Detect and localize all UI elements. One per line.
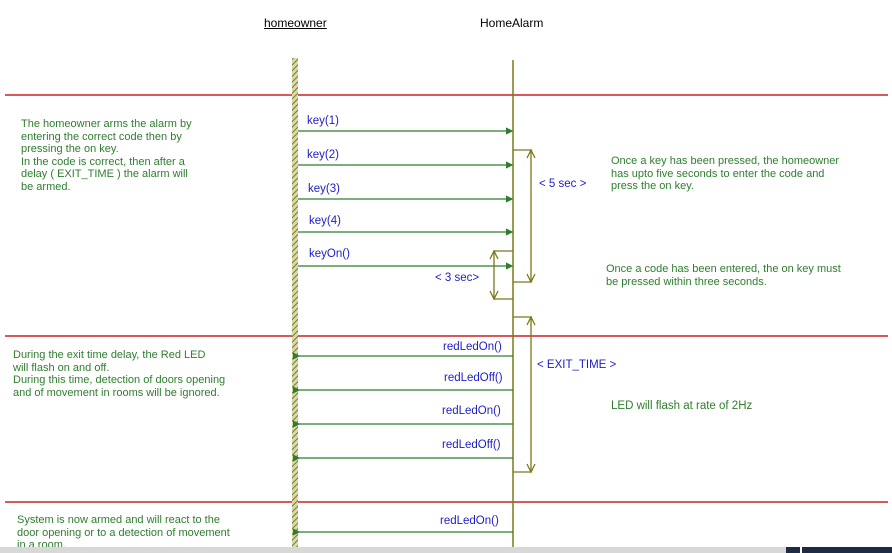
duration-label-five-sec: < 5 sec > — [539, 178, 587, 190]
homeowner-lifeline — [292, 58, 298, 553]
message-label-key1: key(1) — [307, 115, 339, 127]
note-key-timeout: Once a key has been pressed, the homeown… — [611, 155, 840, 192]
three-sec-bracket — [489, 249, 513, 301]
message-label-led5: redLedOn() — [440, 515, 499, 527]
message-label-led2: redLedOff() — [444, 372, 503, 384]
note-arming-procedure: The homeowner arms the alarm by entering… — [21, 118, 192, 193]
duration-label-exit-time: < EXIT_TIME > — [537, 359, 617, 371]
homeowner-title: homeowner — [264, 16, 327, 30]
message-label-key3: key(3) — [308, 183, 340, 195]
message-label-led3: redLedOn() — [442, 405, 501, 417]
exit-time-bracket — [513, 315, 536, 474]
message-label-led4: redLedOff() — [442, 439, 501, 451]
homealarm-title: HomeAlarm — [480, 16, 544, 30]
taskbar-corner — [786, 547, 892, 553]
duration-label-three-sec: < 3 sec> — [435, 272, 480, 284]
message-label-led1: redLedOn() — [443, 341, 502, 353]
note-onkey-timeout: Once a code has been entered, the on key… — [606, 263, 841, 288]
bottom-scrollbar[interactable] — [0, 547, 892, 553]
taskbar-divider — [800, 547, 802, 553]
message-label-key4: key(4) — [309, 215, 341, 227]
note-exit-delay: During the exit time delay, the Red LED … — [13, 349, 226, 399]
message-label-keyon: keyOn() — [309, 248, 350, 260]
note-led-rate: LED will flash at rate of 2Hz — [611, 400, 753, 412]
message-label-key2: key(2) — [307, 149, 339, 161]
note-system-armed: System is now armed and will react to th… — [17, 514, 230, 551]
five-sec-bracket — [513, 148, 536, 284]
